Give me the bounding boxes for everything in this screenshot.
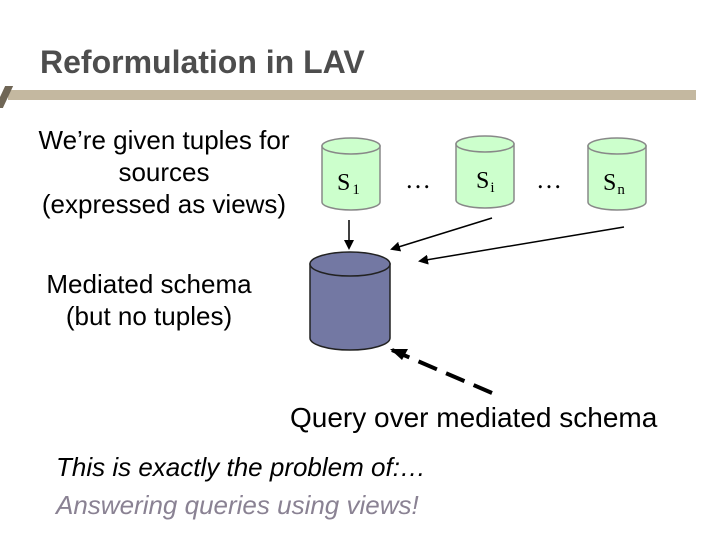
title-rule bbox=[8, 90, 696, 100]
source-cylinder-sn: Sn bbox=[587, 137, 647, 211]
source-sn-top bbox=[587, 137, 647, 155]
slide-title: Reformulation in LAV bbox=[40, 44, 365, 80]
given-tuples-label: We’re given tuples for sources (expresse… bbox=[4, 124, 324, 220]
source-sn-label: Sn bbox=[603, 170, 625, 198]
mediated-top bbox=[309, 251, 391, 277]
source-sn-body bbox=[587, 145, 647, 211]
ellipsis-1: … bbox=[405, 165, 431, 194]
mediated-line-1: Mediated schema bbox=[46, 269, 252, 299]
source-s1-body bbox=[321, 145, 381, 211]
source-si-label: Si bbox=[476, 168, 495, 196]
ellipsis-2: … bbox=[536, 165, 562, 194]
source-s1-top bbox=[321, 137, 381, 155]
arrow-sn-to-mediated bbox=[418, 226, 625, 265]
given-line-3: (expressed as views) bbox=[41, 189, 287, 219]
mediated-body bbox=[309, 263, 391, 351]
mediated-line-2: (but no tuples) bbox=[65, 301, 233, 331]
problem-line: This is exactly the problem of:… bbox=[56, 452, 426, 482]
mediated-schema-label: Mediated schema (but no tuples) bbox=[14, 268, 284, 332]
source-cylinder-si: Si bbox=[455, 135, 515, 209]
mediated-schema-cylinder bbox=[309, 251, 391, 351]
source-si-top bbox=[455, 135, 515, 153]
given-line-2: sources bbox=[118, 157, 210, 187]
arrow-si-to-mediated bbox=[390, 217, 493, 252]
answer-line: Answering queries using views! bbox=[56, 490, 419, 520]
query-label: Query over mediated schema bbox=[290, 402, 658, 433]
given-line-1: We’re given tuples for bbox=[38, 125, 290, 155]
source-si-body bbox=[455, 143, 515, 209]
query-dashed-arrow bbox=[391, 348, 493, 395]
query-arrowhead bbox=[390, 349, 408, 360]
